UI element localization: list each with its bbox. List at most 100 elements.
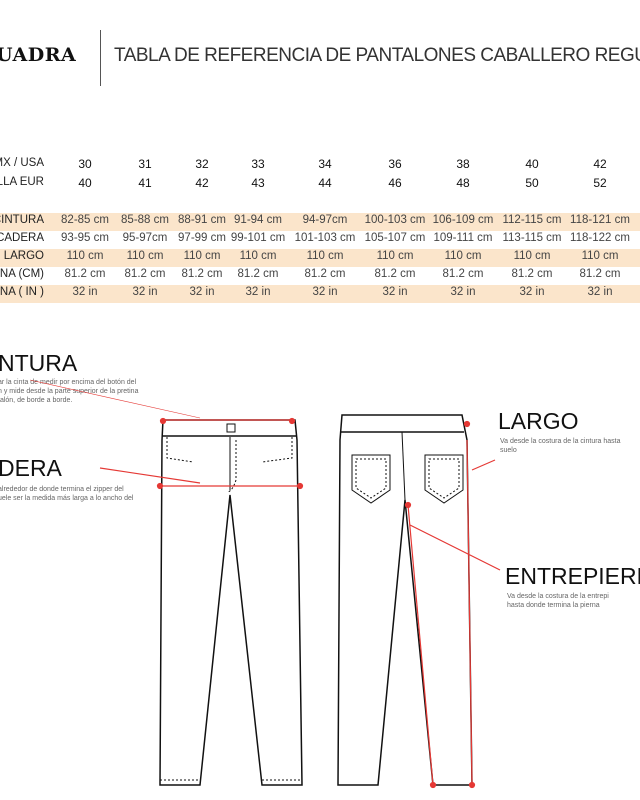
row-label: LARGO bbox=[3, 250, 44, 262]
measure-cell: 105-107 cm bbox=[364, 232, 426, 244]
measure-cell: 110 cm bbox=[239, 250, 277, 262]
marker-dot bbox=[463, 420, 471, 428]
marker-dot bbox=[296, 482, 304, 490]
length-pointer bbox=[471, 459, 496, 471]
measure-cell: 110 cm bbox=[513, 250, 551, 262]
measure-cell: 82-85 cm bbox=[61, 214, 109, 226]
entrepierna-heading: ENTREPIERN bbox=[505, 563, 640, 589]
row-band bbox=[0, 285, 640, 303]
size-cell: 36 bbox=[388, 157, 402, 171]
measure-cell: 93-95 cm bbox=[61, 232, 109, 244]
header-divider bbox=[100, 30, 101, 86]
desc-line: ar la cinta de medir por encima del botó… bbox=[0, 379, 137, 386]
brand-logo: UADRA bbox=[0, 44, 77, 66]
measure-cell: 95-97cm bbox=[122, 232, 168, 244]
size-cell: 33 bbox=[251, 157, 265, 171]
size-cell: 52 bbox=[593, 176, 607, 190]
measure-cell: 32 in bbox=[519, 286, 545, 298]
row-label: MX / USA bbox=[0, 157, 44, 169]
desc-line: uele ser la medida más larga a lo ancho … bbox=[0, 495, 134, 502]
measure-cell: 32 in bbox=[189, 286, 215, 298]
waist-pointer bbox=[29, 379, 201, 419]
entrepierna-description: Va desde la costura de la entrepi hasta … bbox=[507, 592, 609, 610]
row-band bbox=[0, 213, 640, 231]
measure-cell: 106-109 cm bbox=[432, 214, 494, 226]
measure-cell: 32 in bbox=[312, 286, 338, 298]
measure-cell: 110 cm bbox=[376, 250, 414, 262]
size-cell: 34 bbox=[318, 157, 332, 171]
measure-cell: 32 in bbox=[587, 286, 613, 298]
measure-cell: 110 cm bbox=[581, 250, 619, 262]
measure-cell: 32 in bbox=[245, 286, 271, 298]
cintura-heading: NTURA bbox=[0, 350, 78, 376]
size-cell: 40 bbox=[78, 176, 92, 190]
measure-cell: 110 cm bbox=[66, 250, 104, 262]
measure-cell: 101-103 cm bbox=[294, 232, 356, 244]
size-cell: 42 bbox=[593, 157, 607, 171]
desc-line: suelo bbox=[500, 447, 517, 454]
measure-cell: 81.2 cm bbox=[511, 268, 553, 280]
row-label: ALLA EUR bbox=[0, 176, 44, 188]
measure-cell: 109-111 cm bbox=[433, 232, 493, 244]
length-line bbox=[466, 439, 473, 786]
measure-cell: 110 cm bbox=[306, 250, 344, 262]
measure-cell: 100-103 cm bbox=[364, 214, 426, 226]
size-cell: 50 bbox=[525, 176, 539, 190]
row-label: CINTURA bbox=[0, 214, 44, 226]
measure-cell: 118-122 cm bbox=[570, 232, 630, 244]
measure-cell: 85-88 cm bbox=[121, 214, 169, 226]
marker-dot bbox=[159, 417, 167, 425]
size-cell: 44 bbox=[318, 176, 332, 190]
size-cell: 46 bbox=[388, 176, 402, 190]
measure-cell: 94-97cm bbox=[302, 214, 348, 226]
marker-dot bbox=[156, 482, 164, 490]
size-cell: 48 bbox=[456, 176, 470, 190]
cadera-heading: DERA bbox=[0, 455, 62, 481]
largo-description: Va desde la costura de la cintura hasta … bbox=[500, 437, 621, 455]
size-cell: 42 bbox=[195, 176, 209, 190]
row-band bbox=[0, 249, 640, 267]
measure-cell: 118-121 cm bbox=[570, 214, 630, 226]
desc-line: Va desde la costura de la entrepi bbox=[507, 593, 609, 600]
inseam-pointer bbox=[409, 524, 501, 571]
size-cell: 40 bbox=[525, 157, 539, 171]
back-pants-drawing bbox=[337, 414, 473, 786]
size-cell: 32 bbox=[195, 157, 209, 171]
desc-line: talón, de borde a borde. bbox=[0, 397, 73, 404]
measure-cell: 81.2 cm bbox=[237, 268, 279, 280]
measure-cell: 113-115 cm bbox=[502, 232, 562, 244]
measure-cell: 97-99 cm bbox=[178, 232, 226, 244]
marker-dot bbox=[429, 781, 437, 789]
measure-cell: 32 in bbox=[132, 286, 158, 298]
inseam-line bbox=[407, 504, 434, 786]
measure-cell: 81.2 cm bbox=[442, 268, 484, 280]
measure-cell: 32 in bbox=[382, 286, 408, 298]
size-cell: 38 bbox=[456, 157, 470, 171]
marker-dot bbox=[404, 501, 412, 509]
desc-line: Va desde la costura de la cintura hasta bbox=[500, 438, 621, 445]
measure-cell: 110 cm bbox=[126, 250, 164, 262]
cintura-description: ar la cinta de medir por encima del botó… bbox=[0, 378, 138, 405]
page-title: TABLA DE REFERENCIA DE PANTALONES CABALL… bbox=[114, 45, 640, 66]
measure-cell: 81.2 cm bbox=[304, 268, 346, 280]
size-cell: 30 bbox=[78, 157, 92, 171]
cadera-description: alrededor de donde termina el zipper del… bbox=[0, 485, 133, 503]
measure-cell: 32 in bbox=[450, 286, 476, 298]
row-label: CADERA bbox=[0, 232, 44, 244]
measure-cell: 81.2 cm bbox=[64, 268, 106, 280]
row-label: NA ( IN ) bbox=[0, 286, 44, 298]
hip-pointer bbox=[99, 467, 201, 484]
measure-cell: 99-101 cm bbox=[230, 232, 286, 244]
measure-cell: 110 cm bbox=[444, 250, 482, 262]
measure-cell: 81.2 cm bbox=[374, 268, 416, 280]
measure-cell: 32 in bbox=[72, 286, 98, 298]
row-label: NA (CM) bbox=[0, 268, 44, 280]
largo-heading: LARGO bbox=[498, 408, 579, 434]
desc-line: n y mide desde la parte superior de la p… bbox=[0, 388, 139, 395]
size-cell: 43 bbox=[251, 176, 265, 190]
measure-cell: 88-91 cm bbox=[178, 214, 226, 226]
measure-cell: 112-115 cm bbox=[502, 214, 562, 226]
size-cell: 41 bbox=[138, 176, 152, 190]
size-cell: 31 bbox=[138, 157, 152, 171]
